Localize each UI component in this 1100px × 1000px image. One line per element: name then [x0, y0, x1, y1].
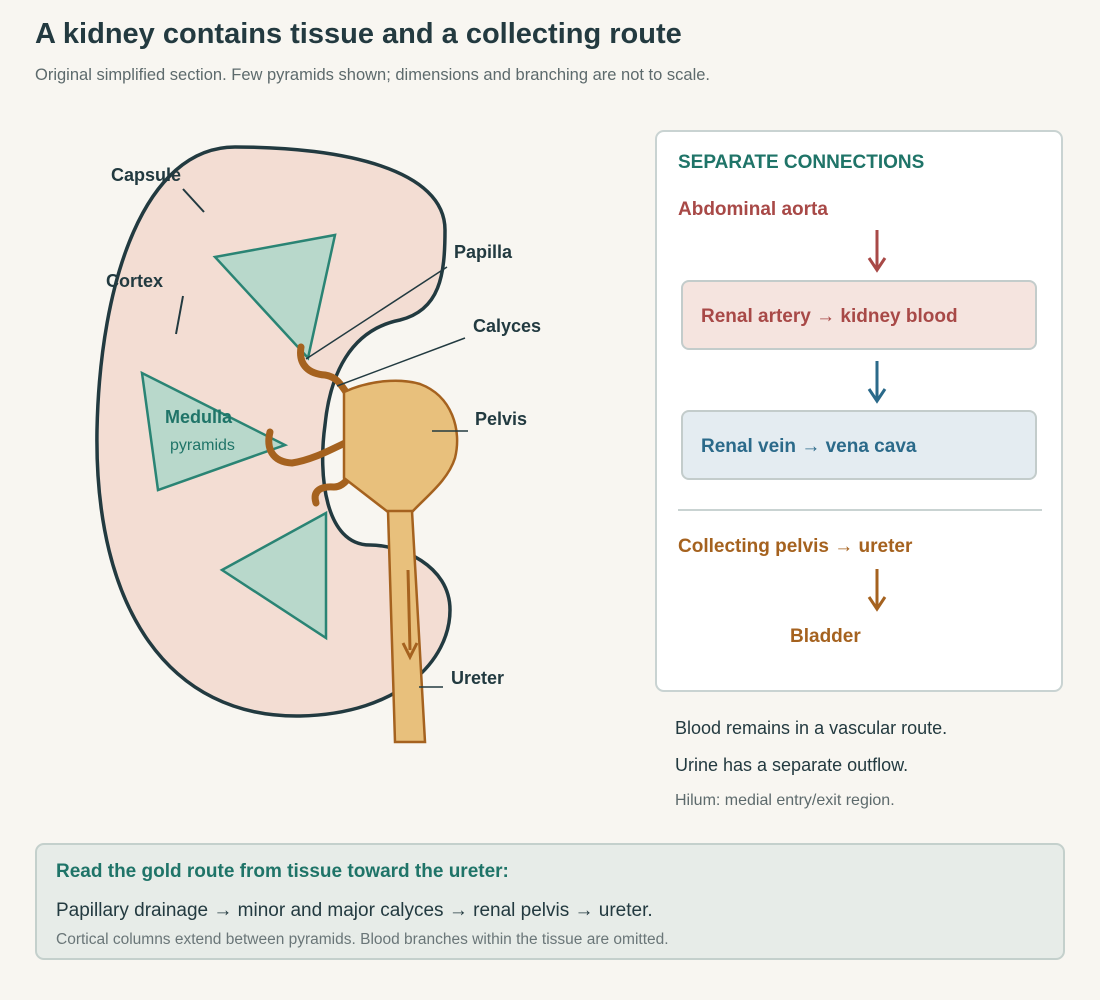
- calyces-leader: [336, 337, 466, 387]
- pyramids-label: pyramids: [170, 437, 235, 454]
- arrow-down-icon: [867, 230, 887, 273]
- capsule-leader: [182, 188, 205, 213]
- bladder-label: Bladder: [790, 626, 861, 647]
- urine-note: Urine has a separate outflow.: [675, 755, 909, 775]
- ureter-label: Ureter: [451, 668, 504, 688]
- renal-artery-label: Renal artery → kidney blood: [701, 306, 958, 327]
- blood-note: Blood remains in a vascular route.: [675, 718, 948, 738]
- pelvis-label: Pelvis: [475, 409, 527, 429]
- capsule-label: Capsule: [111, 165, 181, 185]
- medulla-label: Medulla: [165, 407, 233, 427]
- renal-pelvis: [342, 379, 459, 514]
- abdominal-aorta-label: Abdominal aorta: [678, 199, 828, 220]
- ureter-flow-arrow-head: [401, 642, 419, 661]
- ureter-tube: [386, 509, 427, 744]
- renal-artery-box: Renal artery → kidney blood: [681, 280, 1037, 350]
- pyramid-lower: [219, 510, 328, 641]
- papilla-leader: [305, 266, 448, 360]
- cortex-leader: [175, 295, 184, 335]
- page-title: A kidney contains tissue and a collectin…: [35, 18, 682, 50]
- arrow-down-icon: [867, 361, 887, 404]
- route-summary-text: Papillary drainage → minor and major cal…: [56, 900, 653, 921]
- ureter-flow-arrow-line: [406, 569, 412, 651]
- page-subtitle: Original simplified section. Few pyramid…: [35, 66, 710, 84]
- route-summary-note: Cortical columns extend between pyramids…: [56, 931, 669, 948]
- papilla-label: Papilla: [454, 242, 513, 262]
- kidney-diagram: Capsule Cortex Medulla pyramids Papilla …: [95, 145, 541, 744]
- calyx-upper: [297, 343, 350, 396]
- pyramid-upper: [212, 233, 337, 361]
- connections-panel: SEPARATE CONNECTIONS Abdominal aorta Ren…: [655, 130, 1063, 692]
- renal-vein-box: Renal vein → vena cava: [681, 410, 1037, 480]
- calyx-middle: [265, 428, 349, 467]
- route-summary-panel: Read the gold route from tissue toward t…: [35, 843, 1065, 960]
- kidney-body: [95, 145, 452, 718]
- connections-heading: SEPARATE CONNECTIONS: [678, 152, 925, 173]
- panel-divider: [678, 509, 1042, 511]
- cortex-label: Cortex: [106, 271, 163, 291]
- collecting-pelvis-label: Collecting pelvis → ureter: [678, 536, 913, 557]
- arrow-down-icon: [867, 569, 887, 612]
- calyces-label: Calyces: [473, 316, 541, 336]
- hilum-note: Hilum: medial entry/exit region.: [675, 792, 895, 809]
- renal-vein-label: Renal vein → vena cava: [701, 436, 917, 457]
- route-summary-heading: Read the gold route from tissue toward t…: [56, 861, 509, 882]
- pyramid-middle: [140, 370, 289, 492]
